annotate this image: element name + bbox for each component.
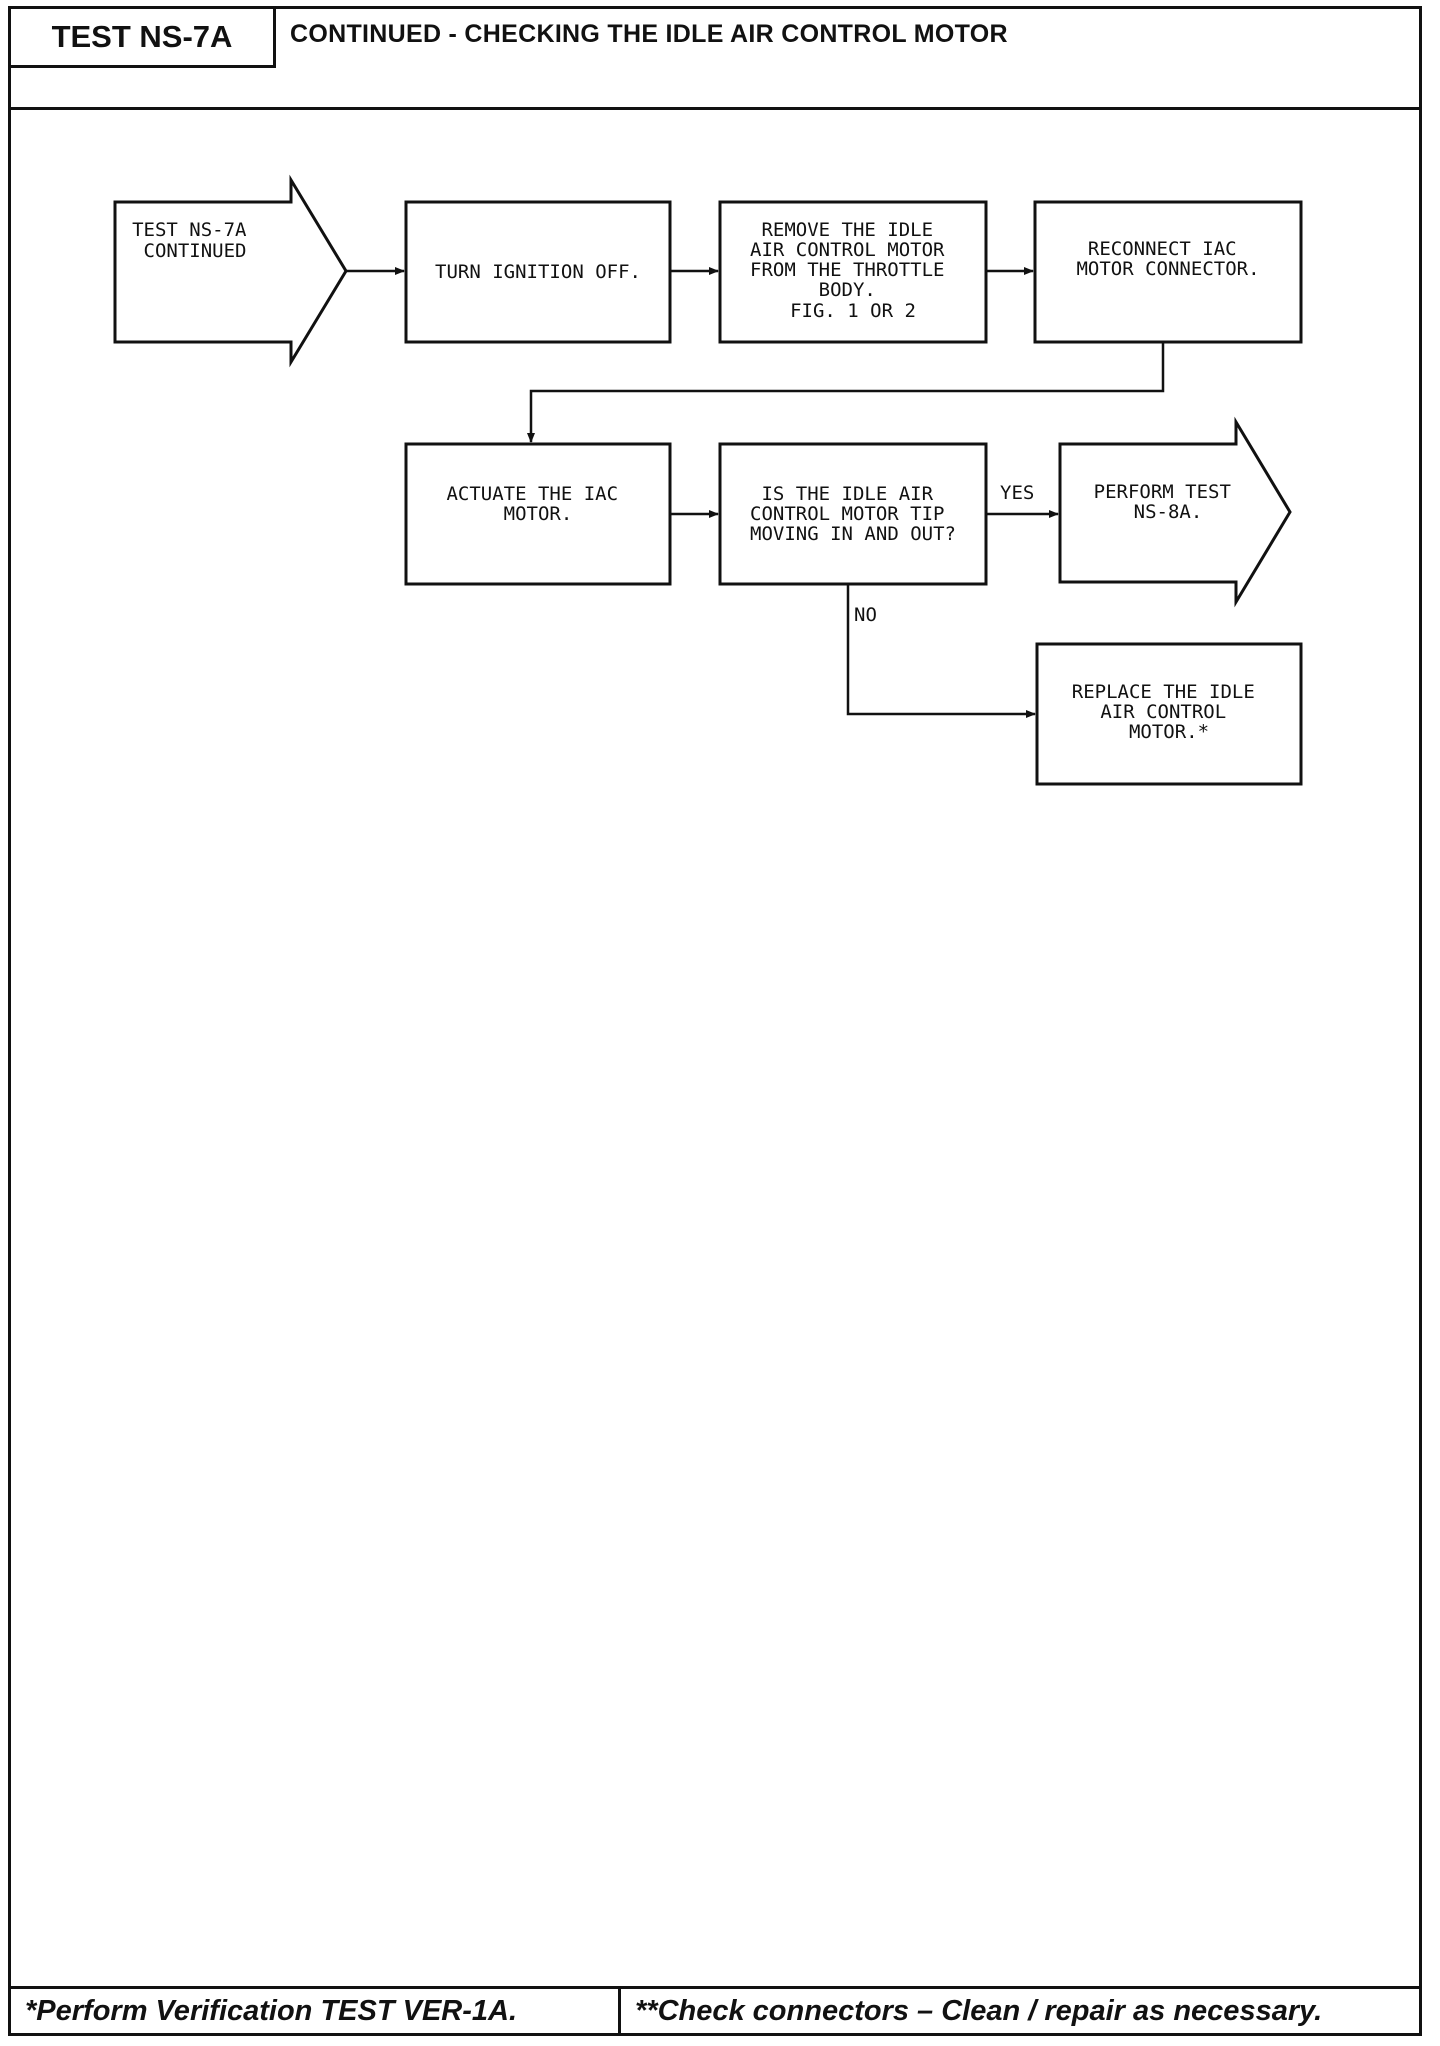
test-id-box: TEST NS-7A — [8, 6, 276, 68]
step-turn-ignition-off-label: TURN IGNITION OFF. — [435, 261, 641, 283]
yes-label: YES — [1000, 482, 1034, 504]
result-replace-iac-motor: REPLACE THE IDLE AIR CONTROL MOTOR.* — [1035, 642, 1303, 786]
start-node: TEST NS-7A CONTINUED — [113, 174, 348, 368]
step-actuate-iac-motor-label: ACTUATE THE IAC MOTOR. — [446, 483, 629, 525]
decision-tip-moving-label: IS THE IDLE AIR CONTROL MOTOR TIP MOVING… — [750, 483, 956, 545]
footer-note-verification: *Perform Verification TEST VER-1A. — [11, 1989, 621, 2033]
start-label: TEST NS-7A CONTINUED — [132, 219, 258, 262]
result-replace-iac-motor-label: REPLACE THE IDLE AIR CONTROL MOTOR.* — [1072, 681, 1266, 743]
decision-tip-moving: IS THE IDLE AIR CONTROL MOTOR TIP MOVING… — [718, 442, 988, 586]
no-label: NO — [854, 604, 877, 626]
footer-note-connectors: **Check connectors – Clean / repair as n… — [635, 1994, 1323, 2027]
step-remove-iac-motor: REMOVE THE IDLE AIR CONTROL MOTOR FROM T… — [718, 200, 988, 344]
step-actuate-iac-motor: ACTUATE THE IAC MOTOR. — [404, 442, 672, 586]
connector-reconnect-to-actuate — [527, 342, 1165, 443]
step-reconnect-connector: RECONNECT IAC MOTOR CONNECTOR. — [1033, 200, 1303, 344]
result-perform-test-label: PERFORM TEST NS-8A. — [1094, 481, 1243, 523]
step-turn-ignition-off: TURN IGNITION OFF. — [404, 200, 672, 344]
step-remove-iac-motor-label: REMOVE THE IDLE AIR CONTROL MOTOR FROM T… — [750, 219, 956, 322]
page-title: CONTINUED - CHECKING THE IDLE AIR CONTRO… — [290, 20, 1008, 48]
test-id: TEST NS-7A — [51, 19, 233, 54]
connector-decision-no — [846, 584, 1036, 718]
footer: *Perform Verification TEST VER-1A. **Che… — [8, 1986, 1422, 2036]
step-reconnect-connector-label: RECONNECT IAC MOTOR CONNECTOR. — [1076, 238, 1259, 280]
result-perform-test-ns-8a: PERFORM TEST NS-8A. — [1058, 416, 1292, 608]
